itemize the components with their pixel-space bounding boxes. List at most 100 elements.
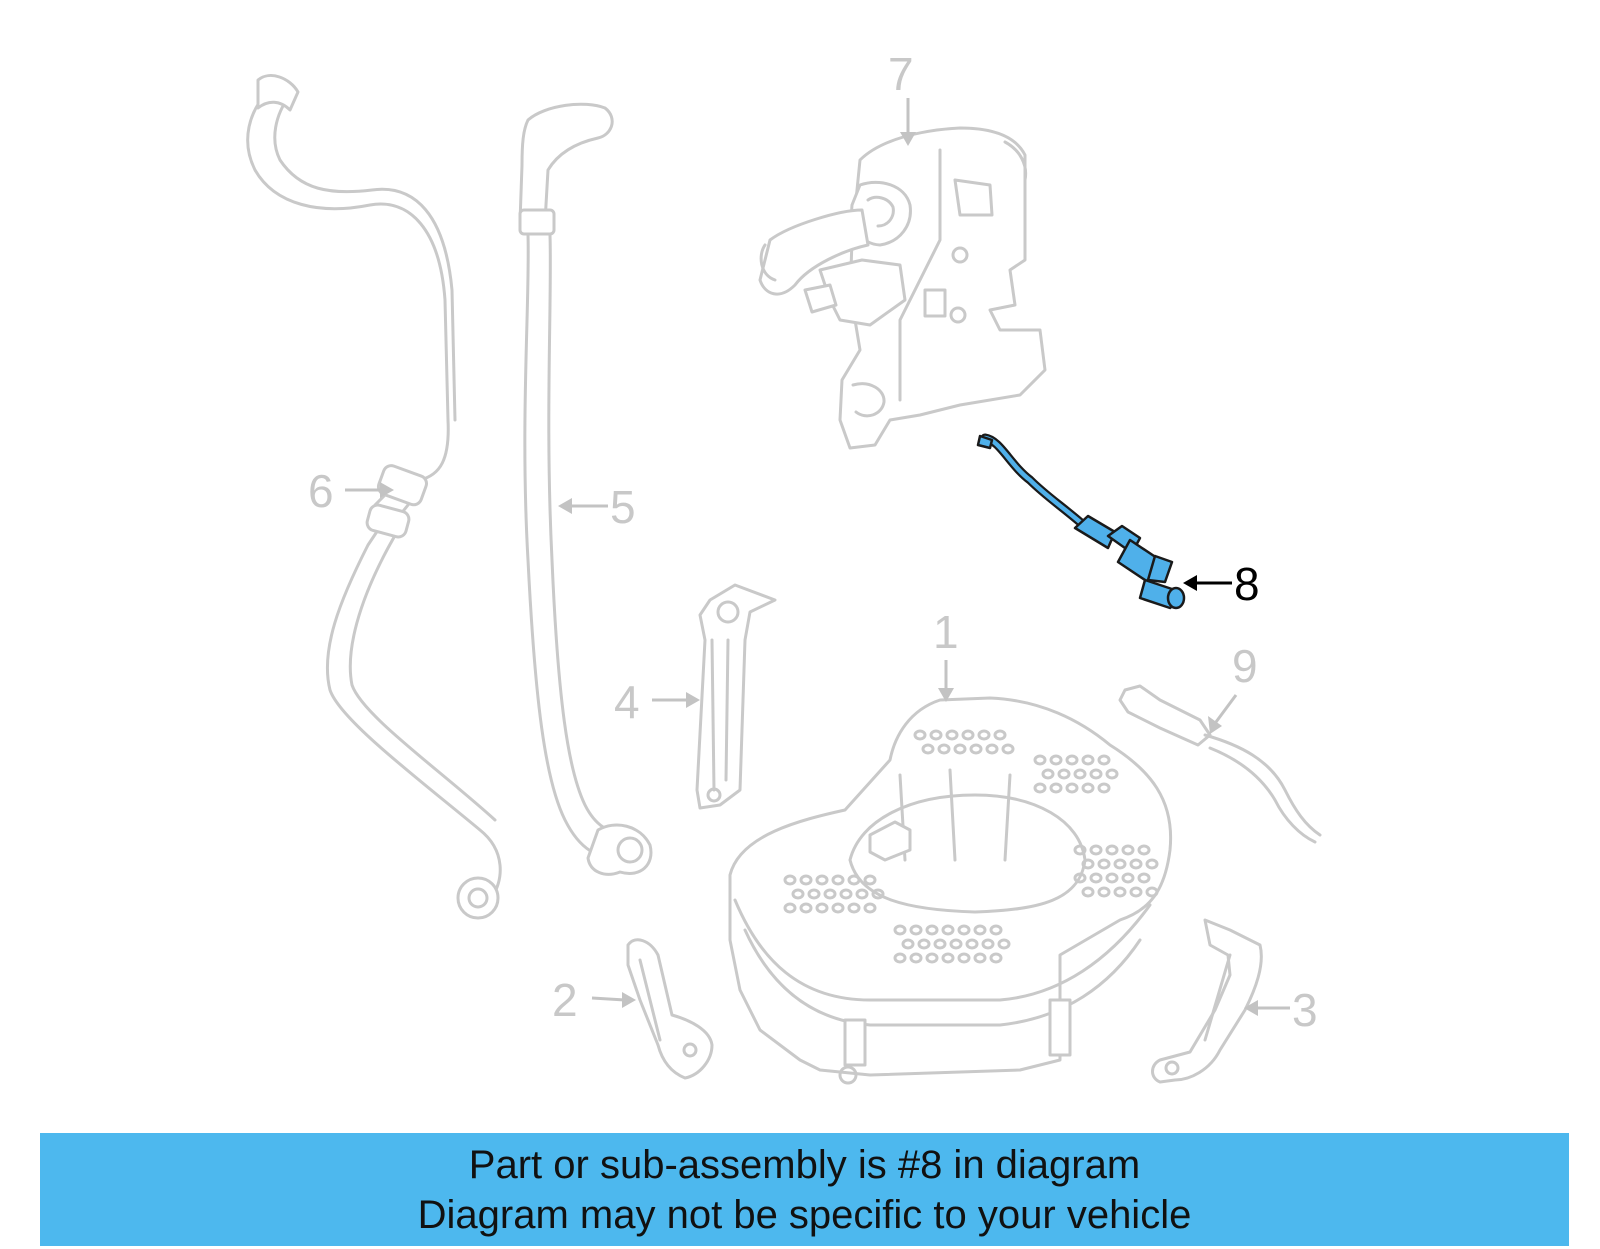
vent-hole	[961, 729, 975, 741]
vent-hole	[1073, 844, 1087, 856]
vent-hole	[917, 938, 931, 950]
part-5-hose	[518, 102, 653, 876]
vent-hole	[847, 874, 861, 886]
vent-hole	[1001, 743, 1015, 755]
callout-2: 2	[552, 974, 578, 1026]
vent-hole	[831, 874, 845, 886]
callout-9: 9	[1232, 640, 1258, 692]
vent-hole	[1089, 768, 1103, 780]
vent-hole	[1057, 768, 1071, 780]
vent-hole	[1105, 844, 1119, 856]
vent-hole	[941, 952, 955, 964]
vent-hole	[783, 902, 797, 914]
vent-hole	[1049, 782, 1063, 794]
vent-hole	[989, 952, 1003, 964]
vent-hole	[921, 743, 935, 755]
callout-4: 4	[614, 676, 640, 728]
vent-hole	[855, 888, 869, 900]
callout-8: 8	[1234, 558, 1260, 610]
vent-hole	[863, 874, 877, 886]
vent-hole	[941, 924, 955, 936]
callout-7: 7	[888, 48, 914, 100]
vent-hole	[783, 874, 797, 886]
part-1-canister	[728, 696, 1173, 1085]
vent-hole	[933, 938, 947, 950]
vent-hole	[1097, 858, 1111, 870]
vent-hole	[1105, 872, 1119, 884]
vent-hole	[997, 938, 1011, 950]
vent-hole	[969, 743, 983, 755]
vent-hole	[937, 743, 951, 755]
vent-hole	[981, 938, 995, 950]
vent-hole	[989, 924, 1003, 936]
vent-hole	[945, 729, 959, 741]
vent-hole	[1097, 782, 1111, 794]
vent-hole	[1121, 844, 1135, 856]
vent-hole	[913, 729, 927, 741]
vent-hole	[871, 888, 885, 900]
vent-hole	[957, 924, 971, 936]
info-banner: Part or sub-assembly is #8 in diagram Di…	[40, 1133, 1569, 1246]
vent-hole	[893, 924, 907, 936]
part-2-bracket	[626, 938, 714, 1080]
canister-vent-holes	[783, 729, 1159, 964]
vent-hole	[1081, 886, 1095, 898]
vent-hole	[1081, 858, 1095, 870]
vent-hole	[799, 874, 813, 886]
vent-hole	[925, 952, 939, 964]
part-7-valve-bracket	[758, 126, 1047, 450]
vent-hole	[1073, 768, 1087, 780]
banner-line-1: Part or sub-assembly is #8 in diagram	[468, 1142, 1141, 1187]
vent-hole	[815, 902, 829, 914]
vent-hole	[1033, 782, 1047, 794]
vent-hole	[1121, 872, 1135, 884]
vent-hole	[807, 888, 821, 900]
part-6-hose	[246, 74, 502, 920]
callout-5: 5	[610, 481, 636, 533]
vent-hole	[1081, 782, 1095, 794]
vent-hole	[985, 743, 999, 755]
vent-hole	[799, 902, 813, 914]
vent-hole	[893, 952, 907, 964]
vent-hole	[1065, 782, 1079, 794]
vent-hole	[1033, 754, 1047, 766]
vent-hole	[901, 938, 915, 950]
vent-hole	[823, 888, 837, 900]
callout-1: 1	[933, 606, 959, 658]
vent-hole	[791, 888, 805, 900]
vent-hole	[1089, 844, 1103, 856]
callout-arrows	[345, 98, 1290, 1016]
vent-hole	[973, 924, 987, 936]
vent-hole	[839, 888, 853, 900]
vent-hole	[1145, 886, 1159, 898]
banner-line-2: Diagram may not be specific to your vehi…	[417, 1192, 1192, 1237]
vent-hole	[1145, 858, 1159, 870]
vent-hole	[1041, 768, 1055, 780]
vent-hole	[1129, 886, 1143, 898]
part-8-oxygen-sensor	[976, 433, 1186, 610]
vent-hole	[909, 924, 923, 936]
vent-hole	[1097, 886, 1111, 898]
part-4-bracket	[695, 583, 777, 810]
vent-hole	[925, 924, 939, 936]
part-3-bracket	[1151, 918, 1263, 1084]
vent-hole	[965, 938, 979, 950]
vent-hole	[815, 874, 829, 886]
vent-hole	[949, 938, 963, 950]
vent-hole	[1113, 886, 1127, 898]
vent-hole	[977, 729, 991, 741]
vent-hole	[1097, 754, 1111, 766]
vent-hole	[847, 902, 861, 914]
vent-hole	[1081, 754, 1095, 766]
vent-hole	[1105, 768, 1119, 780]
vent-hole	[957, 952, 971, 964]
vent-hole	[1129, 858, 1143, 870]
vent-hole	[1113, 858, 1127, 870]
vent-hole	[1089, 872, 1103, 884]
vent-hole	[929, 729, 943, 741]
vent-hole	[1065, 754, 1079, 766]
vent-hole	[953, 743, 967, 755]
callout-6: 6	[308, 465, 334, 517]
vent-hole	[863, 902, 877, 914]
